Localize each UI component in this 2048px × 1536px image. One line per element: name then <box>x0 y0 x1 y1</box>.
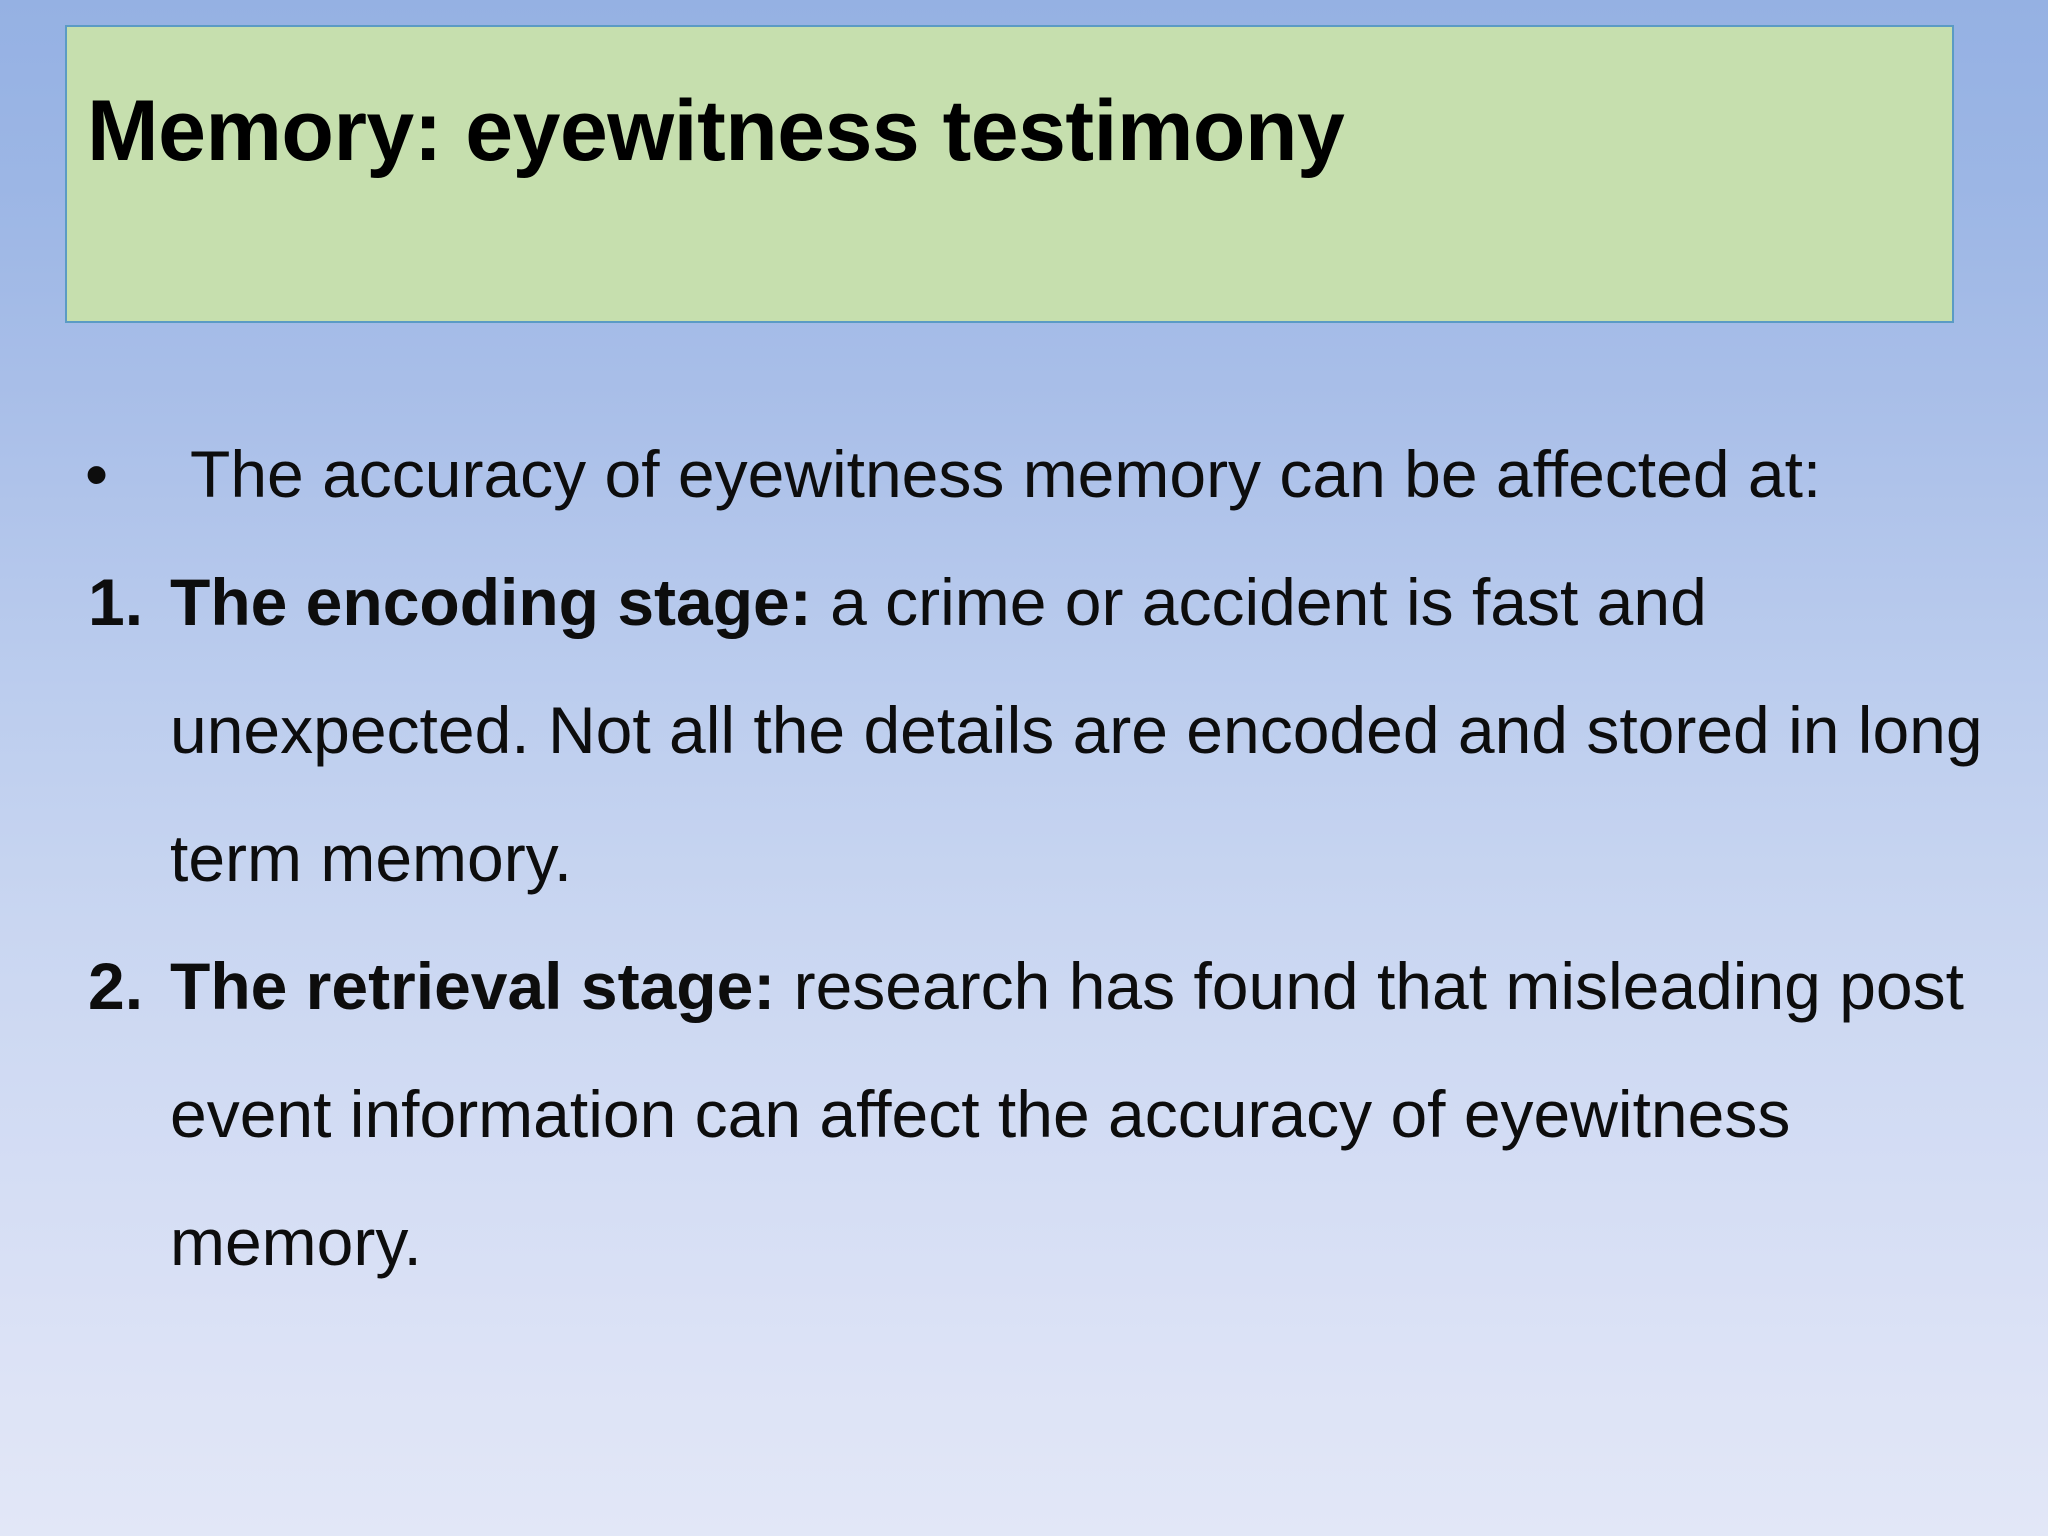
numbered-item-2-body: research has found that misleading post … <box>170 949 1964 1279</box>
numbered-item-1-body: a crime or accident is fast and unexpect… <box>170 565 1983 895</box>
title-placeholder: Memory: eyewitness testimony <box>65 25 1954 323</box>
list-number-1: 1. <box>88 565 144 639</box>
numbered-list-item-1: 1. The encoding stage: a crime or accide… <box>0 538 2048 922</box>
bullet-item-text: The accuracy of eyewitness memory can be… <box>190 437 1822 511</box>
list-number-2: 2. <box>88 949 144 1023</box>
numbered-item-1-text: The encoding stage: a crime or accident … <box>170 538 2000 922</box>
numbered-item-1-lead: The encoding stage: <box>170 565 812 639</box>
page-title: Memory: eyewitness testimony <box>87 83 1345 179</box>
bullet-list-item: • The accuracy of eyewitness memory can … <box>0 410 2048 538</box>
numbered-item-2-text: The retrieval stage: research has found … <box>170 922 2000 1306</box>
numbered-list-item-2: 2. The retrieval stage: research has fou… <box>0 922 2048 1306</box>
bullet-marker-icon: • <box>85 437 109 511</box>
numbered-item-2-lead: The retrieval stage: <box>170 949 776 1023</box>
body-placeholder: • The accuracy of eyewitness memory can … <box>0 410 2048 1306</box>
